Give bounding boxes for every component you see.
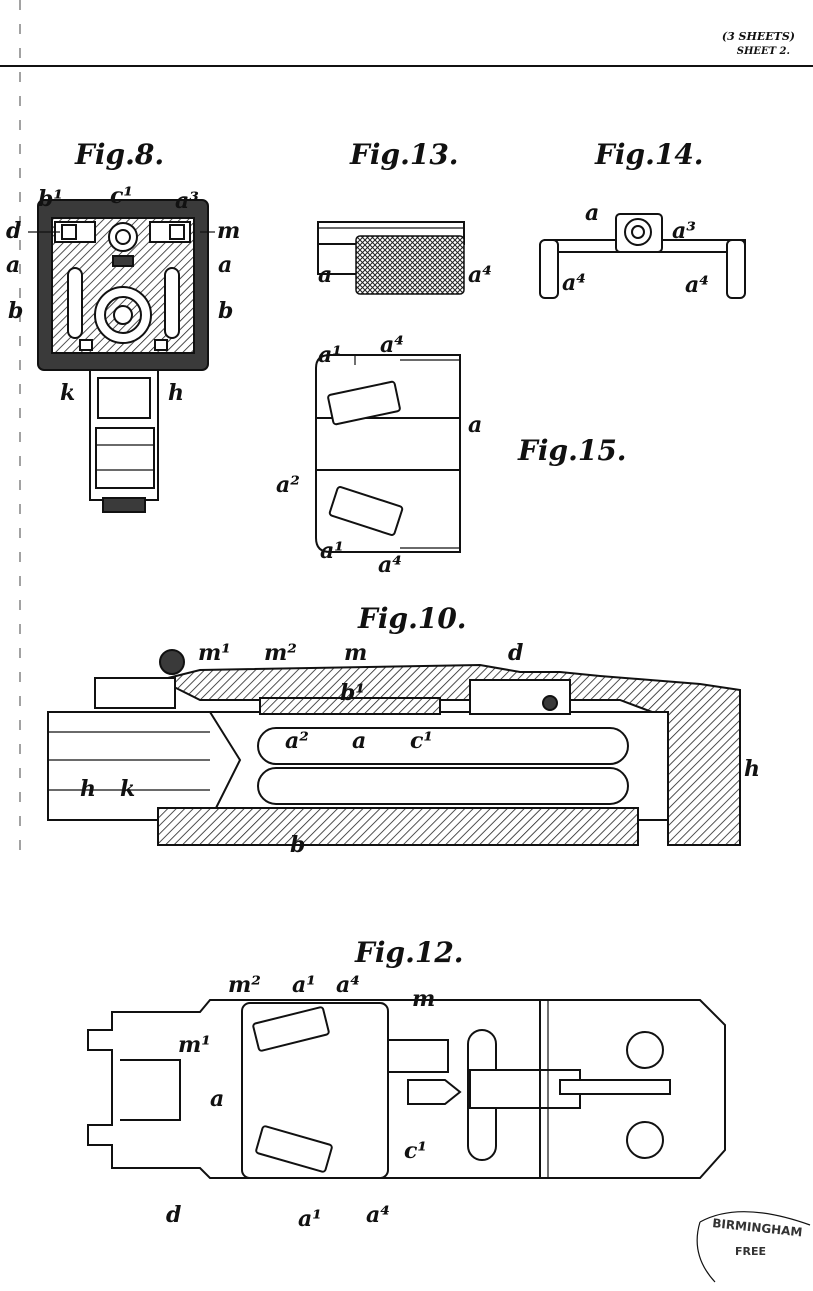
fig10-label-h-left: h [80,776,96,802]
fig10-label-m1: m¹ [198,640,231,666]
fig10-label-b1: b¹ [340,680,365,706]
fig12-label-a1-top: a¹ [292,972,316,998]
fig8-label-d: d [6,218,21,244]
fig15-label-a2: a² [276,472,300,498]
fig8-title: Fig.8. [74,138,164,171]
fig10-title: Fig.10. [357,602,467,635]
fig10-base [157,807,639,846]
fig12-title: Fig.12. [354,936,464,969]
fig8-label-c1: c¹ [110,183,133,209]
fig12-label-c1: c¹ [404,1138,427,1164]
fig12-label-a4-bottom: a⁴ [366,1202,390,1228]
fig12-label-m1: m¹ [178,1032,211,1058]
fig8-label-a-left: a [6,252,20,278]
fig15: Fig.15. a⁴ a¹ a a² a¹ a⁴ [276,332,627,578]
fig8-label-a3: a³ [175,188,199,214]
fig12-hole-top [626,1031,664,1069]
fig8: Fig.8. b¹ c¹ a³ d m a a b b k h [6,138,240,513]
stamp-line2: FREE [735,1245,766,1258]
fig15-label-a: a [468,412,482,438]
fig13-title: Fig.13. [349,138,459,171]
fig10-label-d: d [508,640,523,666]
fig10-label-a2: a² [285,728,309,754]
fig10-label-a: a [352,728,366,754]
fig14-label-a3: a³ [672,218,696,244]
fig14-label-a: a [585,200,599,226]
fig14-left-lug [539,239,559,299]
fig8-label-b-left: b [8,298,23,324]
fig14-title: Fig.14. [594,138,704,171]
fig15-label-a1-bottom: a¹ [320,538,344,564]
fig10: Fig.10. m¹ m² m d b¹ a² a c¹ h k h b [47,602,760,858]
fig12-label-a: a [210,1086,224,1112]
sheet-number: SHEET 2. [737,46,790,57]
fig12-label-a1-bottom: a¹ [298,1206,322,1232]
fig15-label-a1-top: a¹ [318,342,342,368]
fig15-title: Fig.15. [517,434,627,467]
library-stamp: BIRMINGHAM FREE [696,1211,811,1283]
fig8-label-h: h [168,380,184,406]
fig12-label-d: d [166,1202,181,1228]
fig12: Fig.12. m² a¹ a⁴ m m¹ a c¹ d a¹ a⁴ [87,936,726,1232]
fig10-label-c1: c¹ [410,728,433,754]
fig12-hole-bottom [626,1121,664,1159]
fig10-label-m2: m² [264,640,297,666]
fig15-slot-top [327,380,401,426]
fig8-label-k: k [60,380,75,406]
fig8-label-a-right: a [218,252,232,278]
fig8-label-m: m [217,218,240,244]
fig14-right-lug [726,239,746,299]
fig15-label-a4-bottom: a⁴ [378,552,402,578]
fig12-label-m: m [412,986,435,1012]
sheets-count: (3 SHEETS) [722,30,795,43]
fig12-label-m2: m² [228,972,261,998]
fig12-slot-top [252,1006,330,1052]
fig13-label-a4: a⁴ [468,262,492,288]
fig10-label-m: m [344,640,367,666]
stamp-line1: BIRMINGHAM [712,1216,803,1239]
fig13: Fig.13. a a⁴ [317,138,492,295]
fig15-label-a4-top: a⁴ [380,332,404,358]
fig13-label-a: a [318,262,332,288]
fig10-slot-lower [257,767,629,805]
fig10-slot-upper [257,727,629,765]
fig12-slot-bottom [255,1125,333,1173]
fig14-label-a4-right: a⁴ [685,272,709,298]
fig13-knurled-grip [355,235,465,295]
fig14-label-a4-left: a⁴ [562,270,586,296]
fig10-label-h-right: h [744,756,760,782]
fig14: Fig.14. a a³ a⁴ a⁴ [539,138,746,299]
fig8-label-b1: b¹ [38,186,63,212]
fig10-label-k: k [120,776,135,802]
fig8-label-b-right: b [218,298,233,324]
fig15-slot-bottom [328,486,404,536]
fig10-cover [157,663,741,846]
fig10-label-b: b [290,832,305,858]
fig12-label-a4-top: a⁴ [336,972,360,998]
